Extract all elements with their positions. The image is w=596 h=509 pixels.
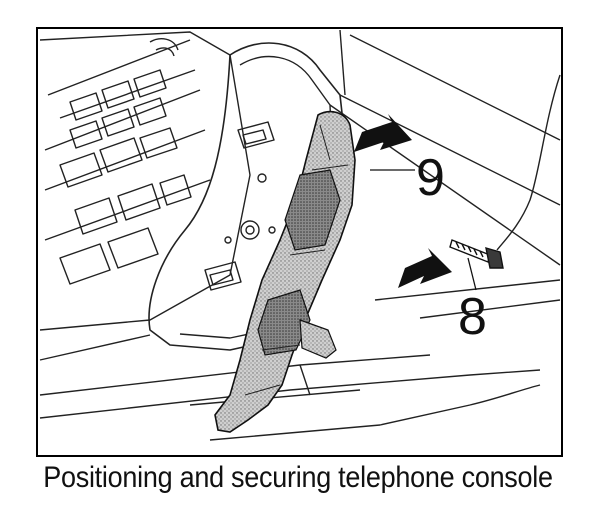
figure-caption: Positioning and securing telephone conso… — [43, 461, 553, 494]
callout-8: 8 — [458, 288, 487, 346]
dashboard-buttons — [59, 38, 192, 285]
leader-lines — [370, 169, 477, 291]
callout-9: 9 — [416, 149, 445, 207]
console-side-panel — [148, 42, 346, 351]
arrow-icon-lower — [398, 248, 452, 288]
console-bracket — [214, 110, 356, 433]
screw-part — [449, 239, 504, 269]
line-art — [39, 29, 561, 441]
arrow-icon-upper — [354, 114, 412, 152]
